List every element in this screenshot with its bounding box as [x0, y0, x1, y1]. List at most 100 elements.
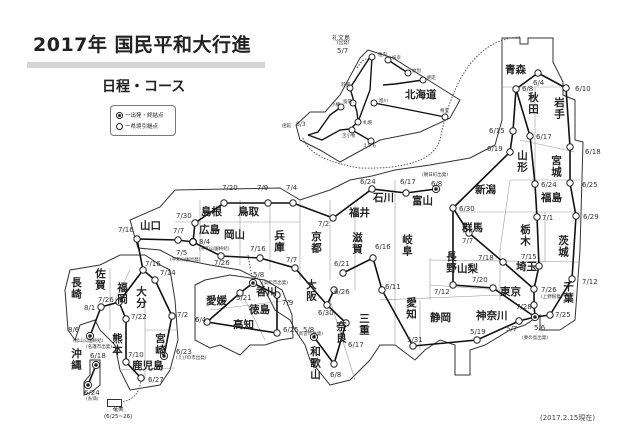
date-label: 6/17	[400, 178, 416, 186]
node-note: (えびの市出発)	[176, 356, 207, 361]
date-label: 5/19	[470, 328, 486, 336]
handover-point-icon	[566, 179, 574, 187]
start-end-dot	[162, 354, 166, 358]
date-label: 6/30	[318, 309, 334, 317]
handover-point-icon	[562, 84, 570, 92]
handover-point-icon	[348, 126, 356, 134]
prefecture-label: 茨城	[557, 235, 569, 258]
date-label: 7/20	[222, 184, 238, 192]
hokkaido-city-label: えりも	[363, 144, 377, 149]
date-label: 6/8	[522, 85, 534, 93]
prefecture-label: 京都	[310, 231, 322, 254]
prefecture-label: 福島	[541, 192, 562, 204]
prefecture-label: 岐阜	[401, 234, 413, 257]
handover-point-icon	[526, 132, 534, 140]
date-label: 6/26	[334, 288, 350, 296]
handover-point-icon	[203, 318, 211, 326]
handover-point-icon	[512, 85, 520, 93]
handover-point-icon	[174, 236, 182, 244]
prefecture-label: 群馬	[462, 222, 483, 234]
handover-point-icon	[97, 303, 105, 311]
handover-point-icon	[566, 143, 574, 151]
date-label: 5/8	[253, 271, 265, 279]
hokkaido-city-label: 紋別	[412, 69, 421, 74]
prefecture-label: 福岡	[116, 282, 128, 305]
prefecture-label: 大阪	[305, 279, 317, 302]
date-label: 7/7	[462, 237, 474, 245]
date-label: 7/15	[521, 253, 537, 261]
page-title: 2017年 国民平和大行進	[33, 34, 251, 56]
date-label: 7/16	[118, 226, 134, 234]
handover-point-icon	[368, 53, 376, 61]
handover-point-icon	[330, 360, 338, 368]
handover-point-icon	[367, 137, 375, 145]
hokkaido-city-label: 網走	[427, 76, 436, 81]
date-label: 6/17	[348, 341, 364, 349]
node-note: (朝日町出発)	[422, 173, 449, 178]
rebun-note: (出発)	[337, 41, 350, 46]
date-label: 7/26	[541, 286, 557, 294]
date-label: 7/7	[173, 227, 185, 235]
prefecture-label: 徳島	[249, 304, 270, 316]
date-label: 7/26	[214, 259, 230, 267]
route-line	[515, 88, 540, 290]
date-label: 6/11	[385, 283, 401, 291]
date-label: 7/18	[478, 254, 494, 262]
handover-point-icon	[506, 148, 514, 156]
handover-point-icon	[337, 103, 345, 111]
handover-point-icon	[139, 266, 147, 274]
prefecture-label: 大分	[135, 286, 147, 309]
date-label: 6/8	[431, 180, 443, 188]
date-label: 7/25	[555, 311, 571, 319]
prefecture-label: 三重	[358, 313, 370, 336]
hakodate-date: 6/3	[296, 121, 306, 128]
handover-point-icon	[473, 336, 481, 344]
date-label: 6/8	[330, 371, 342, 379]
rebun-date: 5/7	[337, 47, 349, 55]
date-label: 6/23	[176, 348, 192, 356]
start-end-point-icon	[116, 111, 123, 119]
date-label: 6/29	[583, 213, 599, 221]
date-label: 7/5	[176, 249, 188, 257]
handover-point-icon	[419, 76, 427, 84]
prefecture-label: 広島	[199, 224, 220, 236]
handover-point-icon	[509, 127, 517, 135]
title-underline	[27, 62, 265, 68]
handover-point-icon	[116, 122, 123, 130]
handover-point-icon	[349, 99, 357, 107]
start-end-dot	[88, 334, 92, 338]
date-label: 6/15	[489, 127, 505, 135]
date-label: 7/14	[160, 269, 176, 277]
prefecture-label: 岡山	[224, 229, 245, 241]
date-label: 6/21	[334, 260, 350, 268]
date-label: 6/25	[582, 181, 598, 189]
date-label: 5/31	[407, 336, 423, 344]
prefecture-label: 宮城	[550, 155, 562, 178]
prefecture-label: 福井	[349, 207, 370, 219]
route-line	[192, 241, 347, 366]
start-end-dot	[533, 315, 537, 319]
handover-point-icon	[449, 204, 457, 212]
prefecture-label: 東京	[500, 286, 521, 298]
date-label: 7/4	[286, 184, 298, 192]
date-label: 6/18	[90, 352, 106, 360]
date-label: 5/7	[506, 325, 518, 333]
date-label: 5/8	[303, 326, 315, 334]
rebun-label: 礼文島	[332, 35, 351, 42]
date-label: 6/16	[375, 243, 391, 251]
date-label: 6/4	[195, 316, 207, 324]
start-end-dot	[251, 281, 255, 285]
handover-point-icon	[115, 298, 123, 306]
legend-start-end: 一出発・終結点	[116, 111, 164, 119]
handover-point-icon	[568, 275, 576, 283]
handover-point-icon	[572, 212, 580, 220]
prefecture-label: 青森	[505, 64, 526, 76]
date-label: 7/9	[282, 299, 294, 307]
date-label: 6/24	[84, 389, 100, 397]
prefecture-label: 山口	[140, 220, 161, 232]
date-label: 7/16	[145, 260, 161, 268]
handover-point-icon	[533, 213, 541, 221]
start-end-dot	[312, 335, 316, 339]
date-label: 6/27	[148, 376, 164, 384]
prefecture-label: 鳥取	[238, 206, 259, 218]
